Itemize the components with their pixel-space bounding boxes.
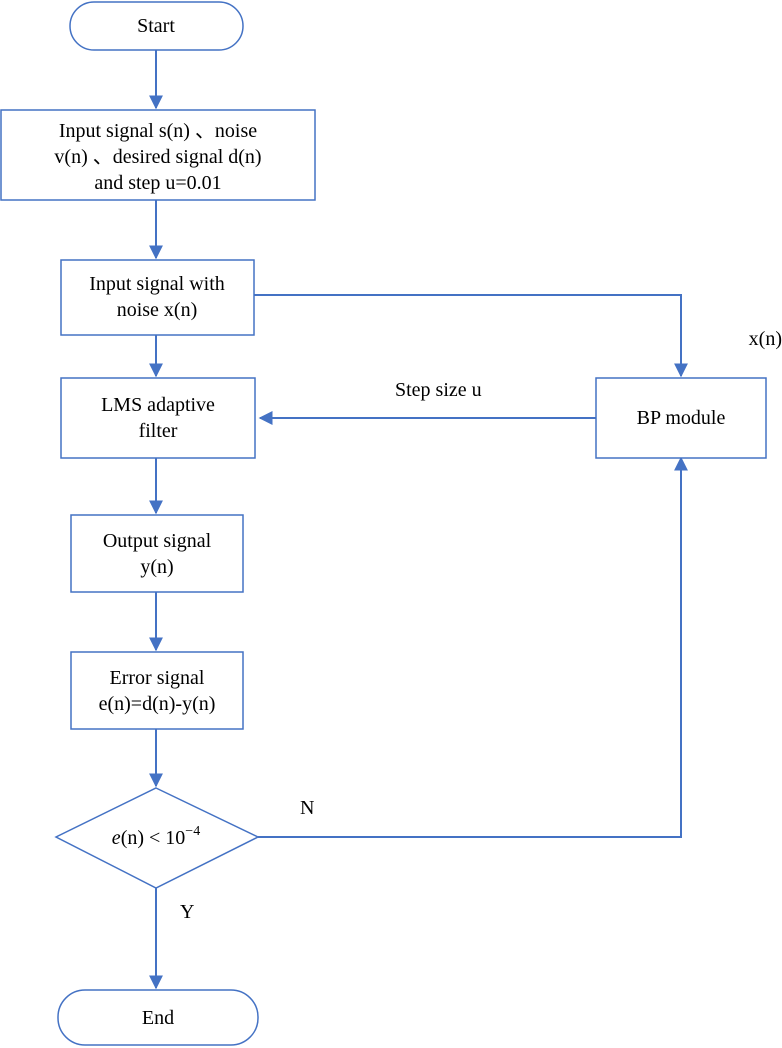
error-signal-line-2: e(n)=d(n)-y(n)	[99, 693, 216, 715]
output-signal-line-1: Output signal	[103, 530, 212, 552]
decision-op: < 10	[144, 827, 185, 849]
lms-filter-line-1: LMS adaptive	[101, 394, 215, 416]
output-signal-node: Output signal y(n)	[70, 514, 244, 593]
noisy-input-line-1: Input signal with	[89, 273, 225, 295]
edge-label-xn: x(n)	[749, 328, 782, 350]
output-signal-line-2: y(n)	[140, 556, 173, 578]
edge-noisy-to-bp	[254, 294, 688, 378]
bp-module-node: BP module	[595, 377, 767, 459]
noisy-input-box	[60, 259, 255, 336]
noisy-input-line-2: noise x(n)	[117, 299, 198, 321]
decision-condition: e(n) < 10−4	[112, 824, 200, 849]
bp-module-box	[595, 377, 767, 459]
edges	[149, 50, 688, 990]
lms-filter-node: LMS adaptive filter	[60, 377, 256, 459]
edge-decision-no-to-bp	[258, 456, 688, 838]
input-params-line-3: and step u=0.01	[94, 172, 221, 194]
start-node: Start	[69, 1, 244, 51]
decision-node: e(n) < 10−4	[54, 787, 260, 889]
noisy-input-node: Input signal with noise x(n)	[60, 259, 255, 336]
decision-diamond	[54, 787, 260, 889]
end-terminator	[57, 989, 259, 1046]
edge-label-step-size: Step size u	[395, 379, 482, 401]
lms-filter-line-2: filter	[139, 420, 178, 442]
input-params-node: Input signal s(n) 、noise v(n) 、desired s…	[0, 109, 316, 201]
lms-filter-box	[60, 377, 256, 459]
start-terminator	[69, 1, 244, 51]
input-params-line-1: Input signal s(n) 、noise	[59, 120, 257, 142]
decision-arg: (n)	[121, 827, 144, 849]
decision-exponent: −4	[185, 824, 200, 839]
error-signal-box	[70, 651, 244, 730]
input-params-line-2: v(n) 、desired signal d(n)	[54, 146, 261, 168]
decision-lhs: e	[112, 827, 121, 849]
error-signal-line-1: Error signal	[110, 667, 205, 689]
input-params-box	[0, 109, 316, 201]
error-signal-node: Error signal e(n)=d(n)-y(n)	[70, 651, 244, 730]
end-label: End	[142, 1007, 174, 1029]
edge-label-no: N	[300, 797, 314, 819]
start-label: Start	[137, 15, 175, 37]
output-signal-box	[70, 514, 244, 593]
bp-module-label: BP module	[637, 407, 726, 429]
end-node: End	[57, 989, 259, 1046]
edge-label-yes: Y	[180, 901, 194, 923]
